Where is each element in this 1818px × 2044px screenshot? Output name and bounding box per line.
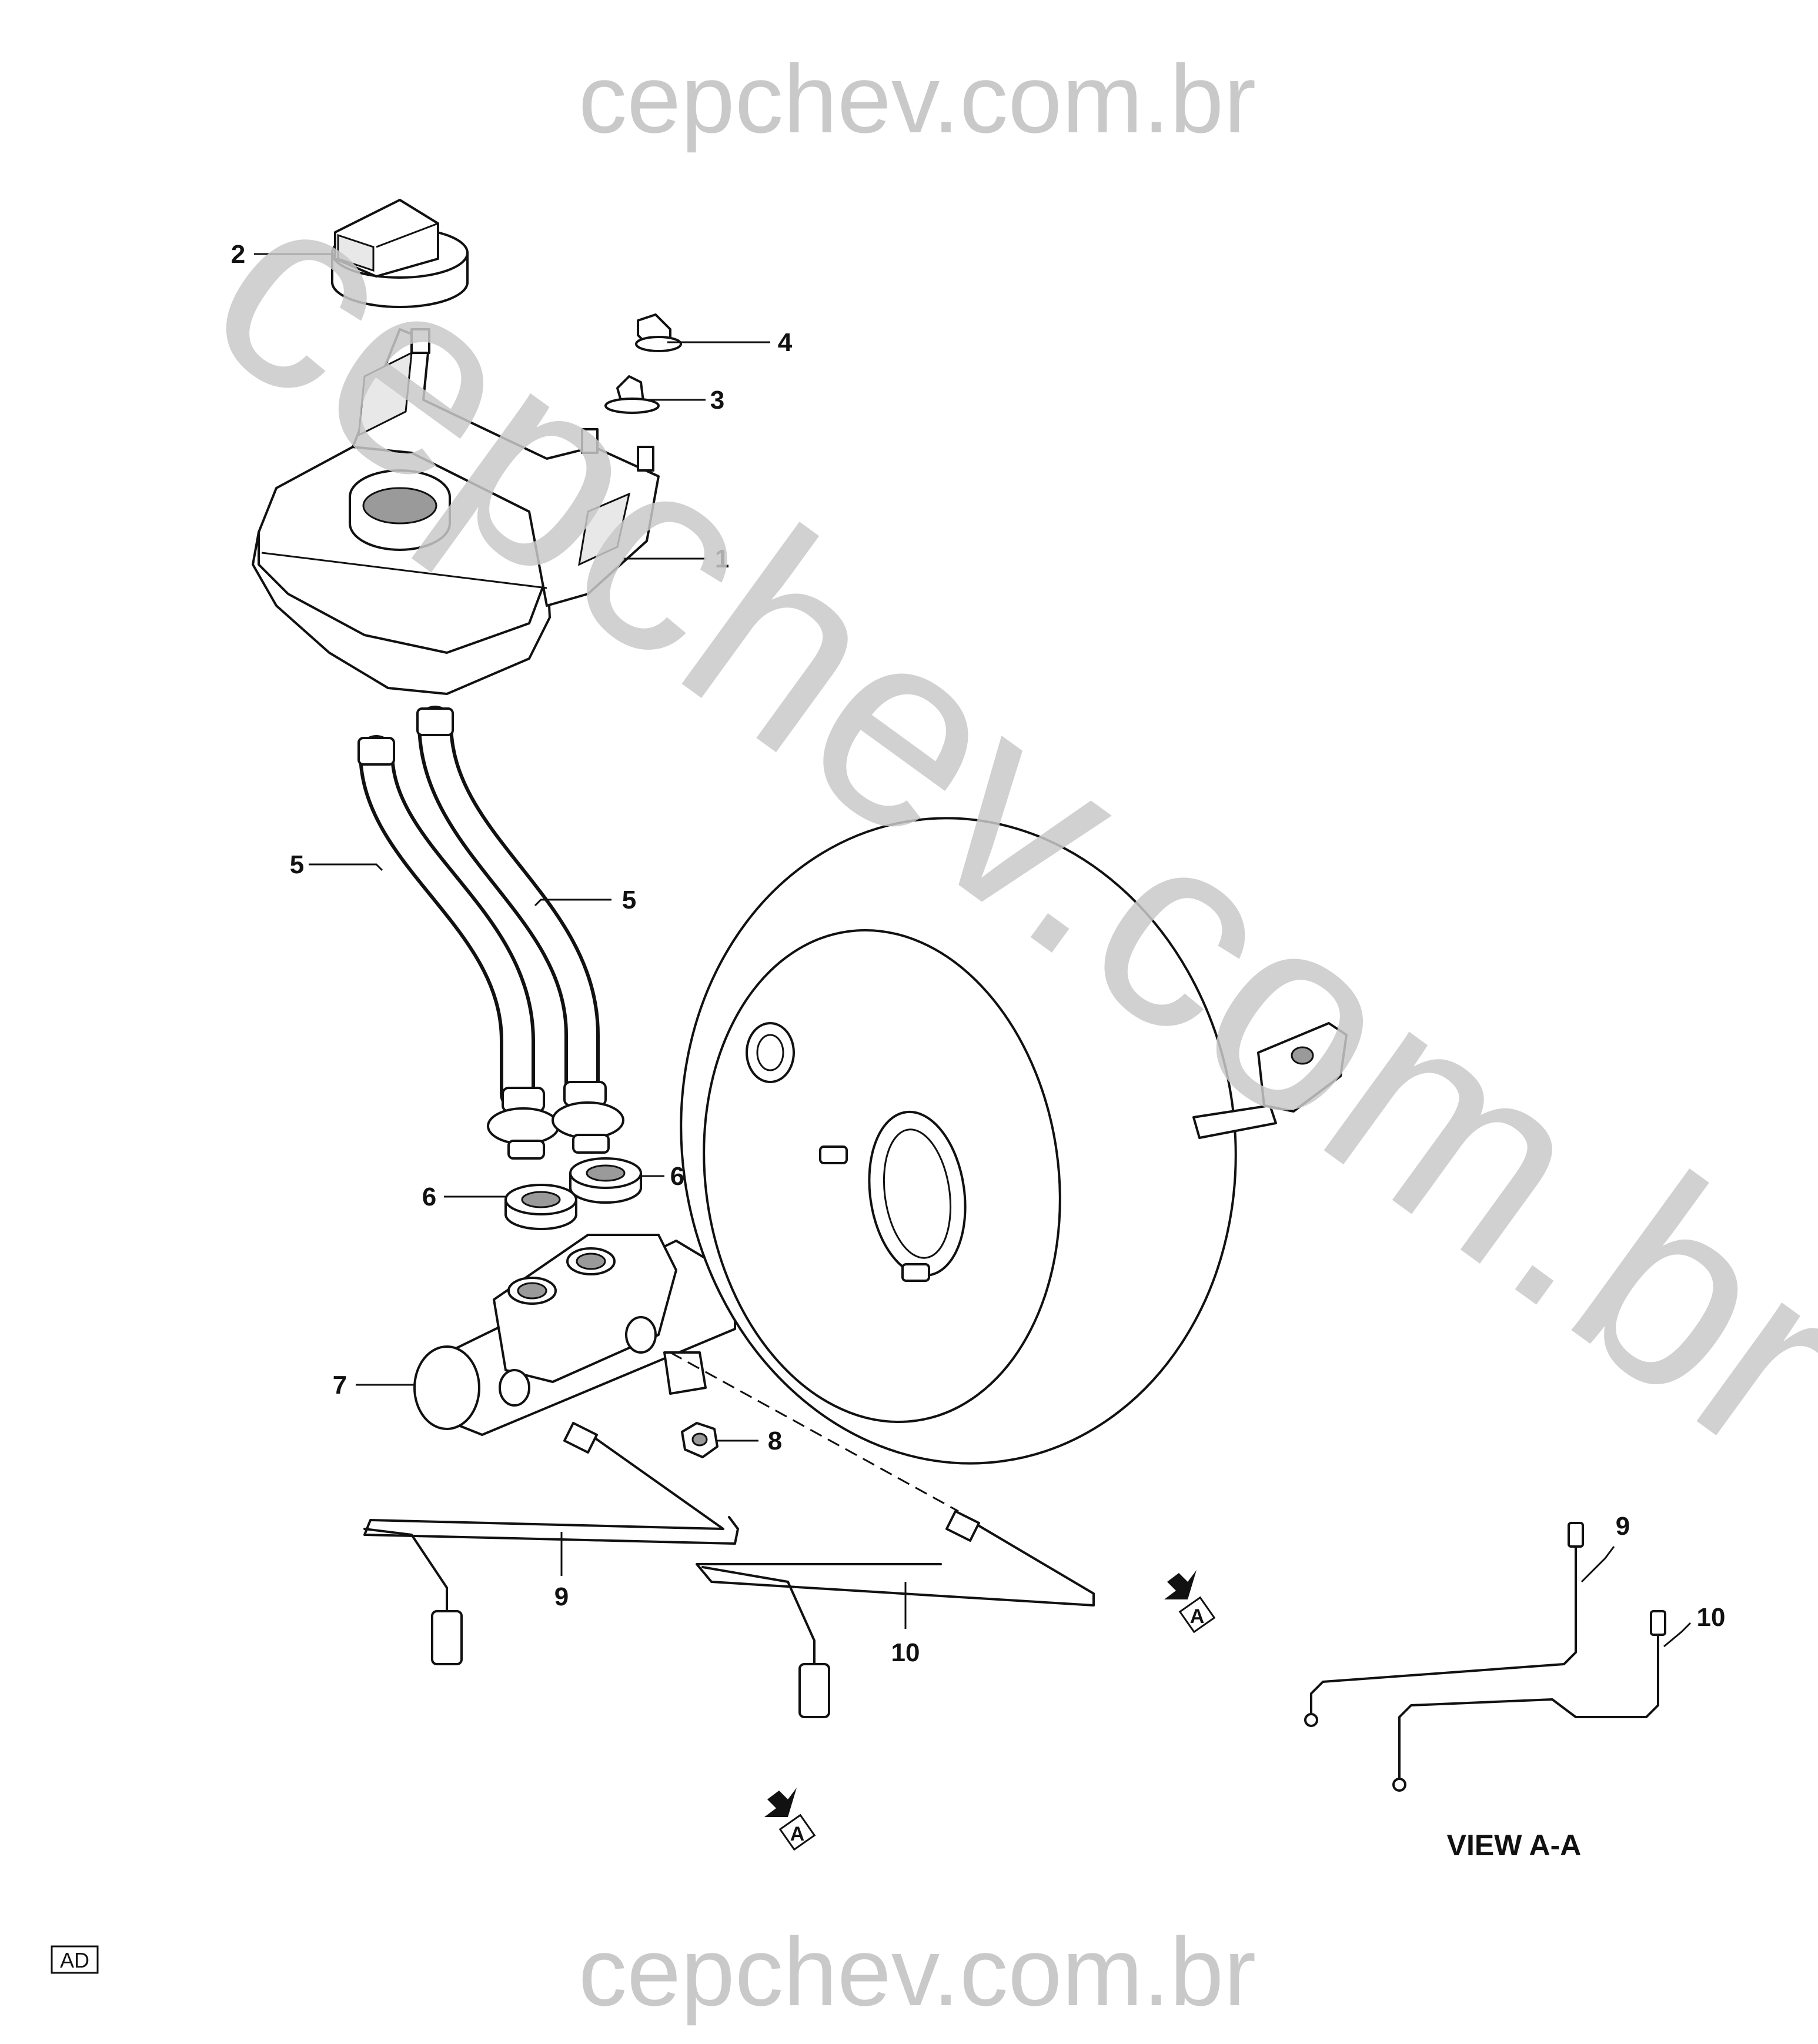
watermark-top: cepchev.com.br xyxy=(579,45,1256,153)
callout-7: 7 xyxy=(333,1371,347,1400)
view-arrow-a-lower: A xyxy=(764,1788,816,1851)
view-title: VIEW A-A xyxy=(1447,1829,1582,1862)
callout-3: 3 xyxy=(710,386,724,415)
view-arrow-letter: A xyxy=(790,1823,805,1845)
grommet-part-3 xyxy=(604,375,660,414)
callout-6-left: 6 xyxy=(422,1183,436,1211)
view-arrow-letter: A xyxy=(1190,1605,1205,1628)
nut-part-8 xyxy=(681,1422,718,1458)
nut-part-4 xyxy=(635,313,682,352)
view-a-a-pipes xyxy=(1304,1522,1666,1792)
corner-code-box: AD xyxy=(51,1945,99,1974)
corner-code: AD xyxy=(60,1948,89,1972)
leader-lines xyxy=(254,253,1692,1648)
grommets-part-6 xyxy=(504,1157,642,1230)
callout-9-view: 9 xyxy=(1616,1512,1630,1541)
watermark-bottom: cepchev.com.br xyxy=(579,1918,1256,2026)
fluid-reservoir-part-1 xyxy=(252,328,660,695)
callout-5-right: 5 xyxy=(622,886,636,914)
callout-6-right: 6 xyxy=(670,1162,684,1191)
callout-1: 1 xyxy=(715,545,729,573)
reservoir-hoses-part-5 xyxy=(357,706,624,1160)
brake-booster xyxy=(680,817,1348,1465)
callout-4: 4 xyxy=(778,328,793,357)
callout-10-view: 10 xyxy=(1697,1603,1726,1632)
alignment-dashed-line xyxy=(670,1351,959,1512)
master-cylinder-part-7 xyxy=(413,1234,736,1436)
callout-2: 2 xyxy=(231,240,245,269)
callout-10-main: 10 xyxy=(891,1638,920,1667)
reservoir-cap-part-2 xyxy=(331,199,469,308)
brake-pipe-part-10 xyxy=(696,1510,1095,1718)
callout-labels: 2 4 3 1 5 5 6 6 7 8 9 10 9 10 xyxy=(231,240,1726,1667)
view-arrow-a-upper: A xyxy=(1164,1570,1216,1634)
brake-pipe-part-9 xyxy=(363,1422,739,1665)
callout-8: 8 xyxy=(768,1427,782,1455)
callout-9-main: 9 xyxy=(554,1582,569,1611)
callout-5-left: 5 xyxy=(290,850,304,879)
